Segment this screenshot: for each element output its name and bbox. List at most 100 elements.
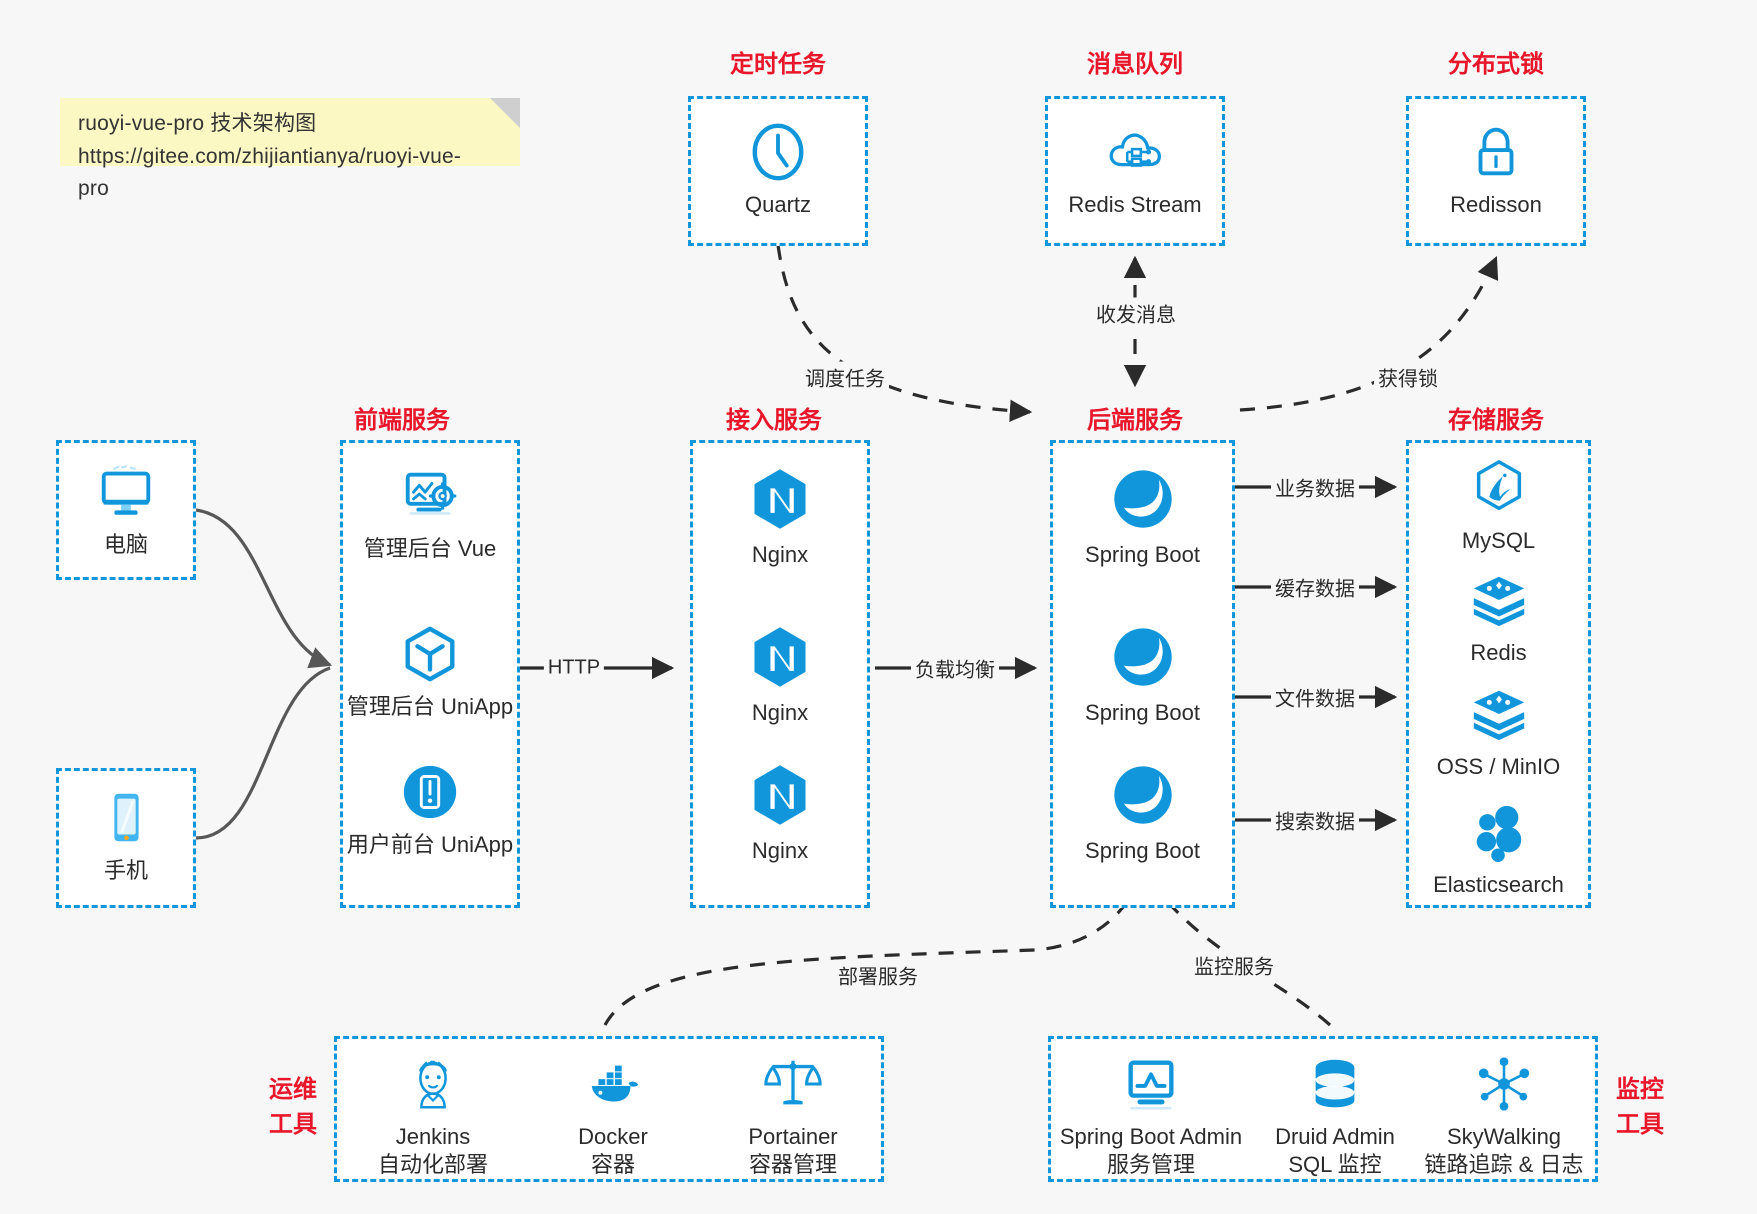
edge-label-monitor-service: 监控服务 <box>1190 949 1278 981</box>
device-phone-box[interactable]: 手机 <box>56 768 196 908</box>
heading-gateway-service: 接入服务 <box>726 407 822 434</box>
backend-item-2[interactable]: Spring Boot <box>1053 761 1232 865</box>
monitor-sub-1: SQL 监控 <box>1288 1151 1382 1177</box>
storage-item-elasticsearch[interactable]: Elasticsearch <box>1409 801 1588 899</box>
monitor-tools-box[interactable]: Spring Boot Admin 服务管理 Druid Admin SQL 监… <box>1048 1036 1598 1182</box>
backend-service-box[interactable]: Spring Boot Spring Boot Spring Boot <box>1050 440 1235 908</box>
edge-label-send-receive-message: 收发消息 <box>1092 297 1180 329</box>
backend-label-0: Spring Boot <box>1085 542 1200 567</box>
mysql-icon <box>1476 460 1521 511</box>
edge-label-cache-data: 缓存数据 <box>1271 571 1359 603</box>
note-title: ruoyi-vue-pro 技术架构图 <box>78 112 317 135</box>
jenkins-icon <box>419 1060 447 1109</box>
heading-monitor-tools-line2: 工具 <box>1616 1111 1664 1138</box>
storage-label-1: Redis <box>1470 640 1527 665</box>
title-sticky-note: ruoyi-vue-pro 技术架构图 https://gitee.com/zh… <box>60 98 520 200</box>
edge-label-http: HTTP <box>543 655 605 681</box>
scales-icon <box>764 1060 822 1105</box>
gateway-label-0: Nginx <box>751 542 809 567</box>
redis-stream-label: Redis Stream <box>1068 192 1202 217</box>
phone-label: 手机 <box>103 858 148 883</box>
backend-item-0[interactable]: Spring Boot <box>1053 465 1232 569</box>
monitor-sub-2: 链路追踪 & 日志 <box>1424 1151 1584 1177</box>
frontend-item-user-uniapp[interactable]: 用户前台 UniApp <box>343 761 517 859</box>
backend-item-1[interactable]: Spring Boot <box>1053 623 1232 727</box>
gateway-service-box[interactable]: Nginx Nginx Nginx <box>690 440 870 908</box>
nginx-icon <box>754 627 806 687</box>
frontend-service-box[interactable]: 管理后台 Vue 管理后台 UniApp 用户前台 UniApp <box>340 440 520 908</box>
docker-icon <box>591 1065 639 1102</box>
spring-boot-icon <box>1113 470 1172 528</box>
monitor-label-2: SkyWalking <box>1446 1124 1562 1149</box>
heading-devops-tools-line2: 工具 <box>269 1111 317 1138</box>
heading-storage-service: 存储服务 <box>1448 407 1544 434</box>
storage-label-2: OSS / MinIO <box>1436 754 1561 779</box>
heading-frontend-service: 前端服务 <box>354 407 450 434</box>
edge-label-deploy-service: 部署服务 <box>834 959 922 991</box>
devops-label-2: Portainer <box>748 1124 838 1149</box>
clock-icon <box>752 123 804 181</box>
devops-item-portainer[interactable]: Portainer 容器管理 <box>705 1053 881 1178</box>
gateway-item-0[interactable]: Nginx <box>693 465 867 569</box>
devops-label-1: Docker <box>578 1124 648 1149</box>
monitor-item-spring-boot-admin[interactable]: Spring Boot Admin 服务管理 <box>1055 1053 1247 1178</box>
monitor-item-skywalking[interactable]: SkyWalking 链路追踪 & 日志 <box>1411 1053 1597 1178</box>
heading-scheduled-task: 定时任务 <box>730 51 826 78</box>
redis-icon <box>1473 576 1524 627</box>
gateway-label-1: Nginx <box>751 700 809 725</box>
elasticsearch-icon <box>1476 805 1521 863</box>
storage-label-0: MySQL <box>1461 528 1536 553</box>
mobile-circle-icon <box>403 765 457 819</box>
monitor-sub-0: 服务管理 <box>1106 1151 1195 1177</box>
cloud-stream-icon <box>1109 133 1161 167</box>
frontend-label-1: 管理后台 UniApp <box>346 694 514 719</box>
redisson-label: Redisson <box>1450 192 1542 217</box>
storage-item-mysql[interactable]: MySQL <box>1409 457 1588 555</box>
spring-boot-icon <box>1113 628 1172 686</box>
note-text: ruoyi-vue-pro 技术架构图 https://gitee.com/zh… <box>78 108 480 206</box>
devops-sub-1: 容器 <box>590 1151 635 1177</box>
skywalking-icon <box>1478 1057 1530 1111</box>
edge-label-file-data: 文件数据 <box>1271 681 1359 713</box>
cube-icon <box>405 626 455 682</box>
frontend-item-admin-uniapp[interactable]: 管理后台 UniApp <box>343 623 517 721</box>
nginx-icon <box>754 469 806 529</box>
smartphone-icon <box>114 793 139 842</box>
storage-item-oss-minio[interactable]: OSS / MinIO <box>1409 683 1588 781</box>
storage-service-box[interactable]: MySQL Redis OSS / MinIO <box>1406 440 1591 908</box>
gateway-item-1[interactable]: Nginx <box>693 623 867 727</box>
device-pc-box[interactable]: 电脑 <box>56 440 196 580</box>
frontend-item-vue[interactable]: 管理后台 Vue <box>343 465 517 563</box>
edge-label-search-data: 搜索数据 <box>1271 804 1359 836</box>
storage-label-3: Elasticsearch <box>1433 872 1564 897</box>
devops-tools-box[interactable]: Jenkins 自动化部署 Docker 容器 <box>334 1036 884 1182</box>
monitor-label-0: Spring Boot Admin <box>1059 1124 1243 1149</box>
devops-item-docker[interactable]: Docker 容器 <box>525 1053 701 1178</box>
monitor-item-druid-admin[interactable]: Druid Admin SQL 监控 <box>1247 1053 1423 1178</box>
frontend-label-2: 用户前台 UniApp <box>346 832 514 857</box>
database-icon <box>1315 1059 1355 1108</box>
devops-item-jenkins[interactable]: Jenkins 自动化部署 <box>345 1053 521 1178</box>
heading-message-queue: 消息队列 <box>1087 51 1183 78</box>
devops-sub-0: 自动化部署 <box>377 1151 488 1177</box>
heading-devops-tools-line1: 运维 <box>269 1076 317 1103</box>
scheduled-task-box[interactable]: Quartz <box>688 96 868 246</box>
edge-label-schedule-task: 调度任务 <box>801 361 889 393</box>
message-queue-box[interactable]: Redis Stream <box>1045 96 1225 246</box>
monitor-label-1: Druid Admin <box>1275 1124 1395 1149</box>
monitor-chart-icon <box>1128 1060 1174 1110</box>
quartz-label: Quartz <box>744 192 812 217</box>
heading-backend-service: 后端服务 <box>1087 407 1183 434</box>
gateway-item-2[interactable]: Nginx <box>693 761 867 865</box>
frontend-label-0: 管理后台 Vue <box>363 536 497 561</box>
note-url: https://gitee.com/zhijiantianya/ruoyi-vu… <box>78 144 462 201</box>
backend-label-1: Spring Boot <box>1085 700 1200 725</box>
pc-label: 电脑 <box>103 532 148 557</box>
distributed-lock-box[interactable]: Redisson <box>1406 96 1586 246</box>
dashboard-settings-icon <box>405 472 457 515</box>
note-fold-corner <box>490 98 520 128</box>
edge-label-load-balance: 负载均衡 <box>911 652 999 684</box>
edge-label-business-data: 业务数据 <box>1271 471 1359 503</box>
storage-item-redis[interactable]: Redis <box>1409 569 1588 667</box>
